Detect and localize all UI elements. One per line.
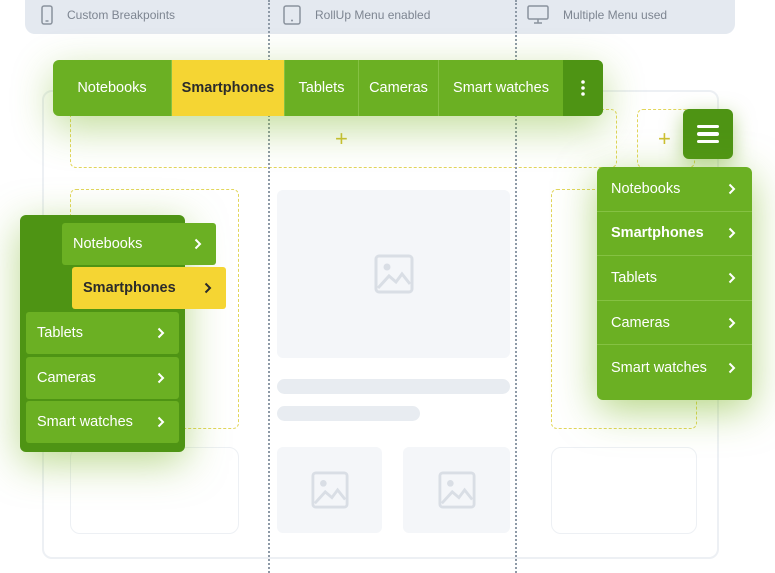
chevron-right-icon	[728, 183, 736, 195]
image-placeholder-small-1	[277, 447, 382, 533]
image-placeholder-main	[277, 190, 510, 358]
breakpoint-desktop[interactable]: Multiple Menu used	[527, 0, 667, 30]
tablet-icon	[283, 5, 301, 25]
add-icon-right[interactable]: +	[658, 126, 671, 151]
top-menu: Notebooks Smartphones Tablets Cameras Sm…	[53, 60, 603, 116]
mobile-dropdown-menu: Notebooks Smartphones Tablets Cameras Sm…	[597, 167, 752, 400]
chevron-right-icon	[204, 282, 212, 294]
guide-line-2	[515, 0, 517, 573]
dropdown-item-smart-watches[interactable]: Smart watches	[597, 345, 752, 390]
dropdown-item-label: Tablets	[611, 269, 657, 286]
rollup-item-tablets[interactable]: Tablets	[26, 312, 179, 354]
hamburger-button[interactable]	[683, 109, 733, 159]
dropdown-item-label: Smartphones	[611, 225, 704, 242]
more-button[interactable]	[563, 60, 603, 116]
image-icon	[374, 254, 413, 294]
top-menu-item-notebooks[interactable]: Notebooks	[53, 60, 172, 116]
chevron-right-icon	[728, 228, 736, 239]
breakpoint-desktop-label: Multiple Menu used	[563, 8, 668, 22]
rollup-item-smartphones[interactable]: Smartphones	[72, 267, 226, 309]
rollup-item-cameras[interactable]: Cameras	[26, 357, 179, 399]
chevron-right-icon	[157, 372, 165, 384]
dropdown-item-notebooks[interactable]: Notebooks	[597, 167, 752, 212]
breakpoint-mobile[interactable]: Custom Breakpoints	[41, 0, 175, 30]
dropdown-item-cameras[interactable]: Cameras	[597, 301, 752, 346]
image-placeholder-small-2	[403, 447, 510, 533]
chevron-right-icon	[194, 238, 202, 250]
text-placeholder-2	[277, 406, 420, 421]
card-placeholder-right	[551, 447, 697, 534]
chevron-right-icon	[157, 416, 165, 428]
chevron-right-icon	[728, 362, 736, 373]
rollup-item-smart-watches[interactable]: Smart watches	[26, 401, 179, 443]
chevron-right-icon	[728, 272, 736, 284]
breakpoint-bar: Custom Breakpoints RollUp Menu enabled M…	[25, 0, 735, 34]
rollup-item-notebooks[interactable]: Notebooks	[62, 223, 216, 265]
breakpoint-tablet-label: RollUp Menu enabled	[315, 8, 431, 22]
rollup-item-label: Smartphones	[83, 280, 176, 296]
desktop-icon	[527, 5, 549, 24]
rollup-item-label: Notebooks	[73, 236, 143, 252]
dropdown-item-label: Cameras	[611, 314, 670, 331]
rollup-item-label: Cameras	[37, 370, 96, 386]
chevron-right-icon	[157, 327, 165, 339]
vertical-dots-icon	[581, 80, 585, 96]
chevron-right-icon	[728, 317, 736, 328]
breakpoint-tablet[interactable]: RollUp Menu enabled	[283, 0, 430, 30]
card-placeholder-left	[70, 447, 239, 534]
dropdown-item-label: Notebooks	[611, 180, 681, 197]
text-placeholder-1	[277, 379, 510, 394]
dropdown-item-tablets[interactable]: Tablets	[597, 256, 752, 301]
mobile-icon	[41, 5, 53, 25]
top-menu-item-smartphones[interactable]: Smartphones	[172, 60, 285, 116]
dropdown-item-smartphones[interactable]: Smartphones	[597, 212, 752, 257]
rollup-item-label: Smart watches	[37, 414, 133, 430]
add-icon[interactable]: +	[335, 126, 348, 151]
top-menu-item-tablets[interactable]: Tablets	[285, 60, 359, 116]
dropdown-item-label: Smart watches	[611, 359, 707, 376]
rollup-item-label: Tablets	[37, 325, 83, 341]
top-menu-item-cameras[interactable]: Cameras	[359, 60, 439, 116]
breakpoint-mobile-label: Custom Breakpoints	[67, 8, 176, 22]
image-icon	[310, 471, 349, 509]
hamburger-icon	[697, 124, 719, 144]
image-icon	[437, 471, 476, 509]
top-menu-item-smart-watches[interactable]: Smart watches	[453, 80, 549, 96]
guide-line-1	[268, 0, 270, 573]
